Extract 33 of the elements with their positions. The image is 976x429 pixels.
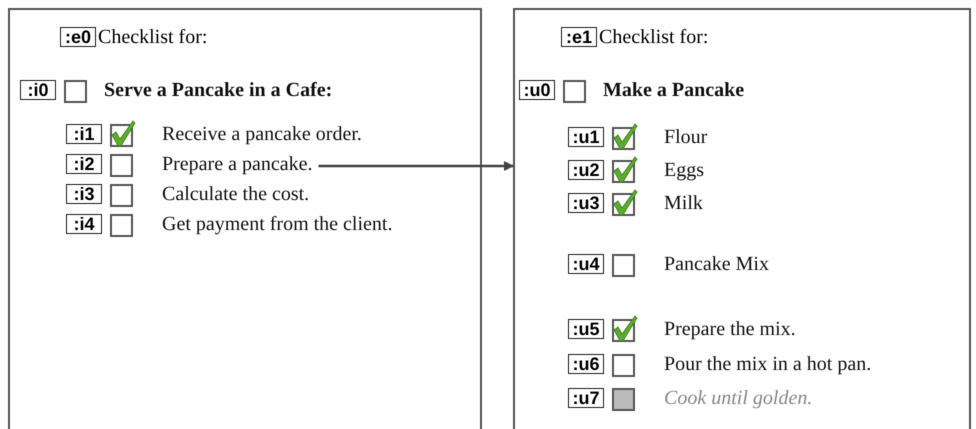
id-tag: :i1 <box>66 124 102 144</box>
id-tag: :u2 <box>568 160 604 180</box>
item-text: Eggs <box>664 159 704 181</box>
checklist-heading: Serve a Pancake in a Cafe: <box>104 79 332 101</box>
item-text: Prepare a pancake. <box>162 153 312 175</box>
checklist-panel <box>513 8 971 429</box>
arrow <box>318 161 514 171</box>
item-text: Flour <box>664 126 708 148</box>
id-tag: :u3 <box>568 193 604 213</box>
id-tag: :i0 <box>20 80 56 100</box>
id-tag: :u1 <box>568 127 604 147</box>
id-tag: :i4 <box>66 214 102 234</box>
item-text: Cook until golden. <box>664 387 812 409</box>
checklist-heading: Make a Pancake <box>603 79 744 101</box>
checklist-panel <box>8 8 482 429</box>
id-tag: :i2 <box>66 154 102 174</box>
id-tag: :u0 <box>519 80 555 100</box>
item-text: Milk <box>664 192 703 214</box>
id-tag: :i3 <box>66 184 102 204</box>
item-text: Get payment from the client. <box>162 213 392 235</box>
item-text: Prepare the mix. <box>664 318 796 340</box>
checklist-title: Checklist for: <box>98 26 208 48</box>
id-tag: :u5 <box>568 319 604 339</box>
item-text: Pour the mix in a hot pan. <box>664 353 872 375</box>
id-tag: :e0 <box>60 27 96 47</box>
id-tag: :u4 <box>568 254 604 274</box>
id-tag: :u7 <box>568 388 604 408</box>
checklist-title: Checklist for: <box>599 26 708 48</box>
item-text: Pancake Mix <box>664 253 769 275</box>
id-tag: :e1 <box>561 27 597 47</box>
id-tag: :u6 <box>568 354 604 374</box>
item-text: Receive a pancake order. <box>162 123 362 145</box>
item-text: Calculate the cost. <box>162 183 310 205</box>
